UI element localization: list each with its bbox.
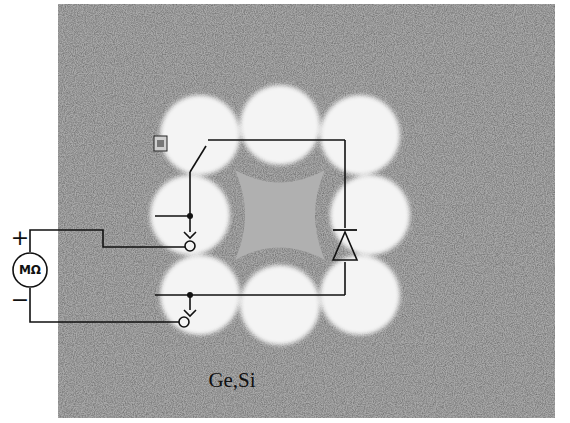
switch-marker: [154, 136, 167, 151]
crystal-ring: [150, 85, 410, 345]
diode-symbol: [333, 230, 357, 260]
textured-ground: [58, 4, 555, 418]
meter-label: MΩ: [19, 263, 41, 277]
polarity-sign: +: [11, 227, 29, 249]
circuit-wires: [30, 140, 345, 327]
meter-circle: MΩ: [12, 252, 48, 288]
junction-dots: [187, 213, 193, 298]
polarity-sign: −: [11, 289, 29, 311]
material-label: Ge,Si: [208, 370, 255, 391]
crystal-core: [235, 170, 325, 260]
